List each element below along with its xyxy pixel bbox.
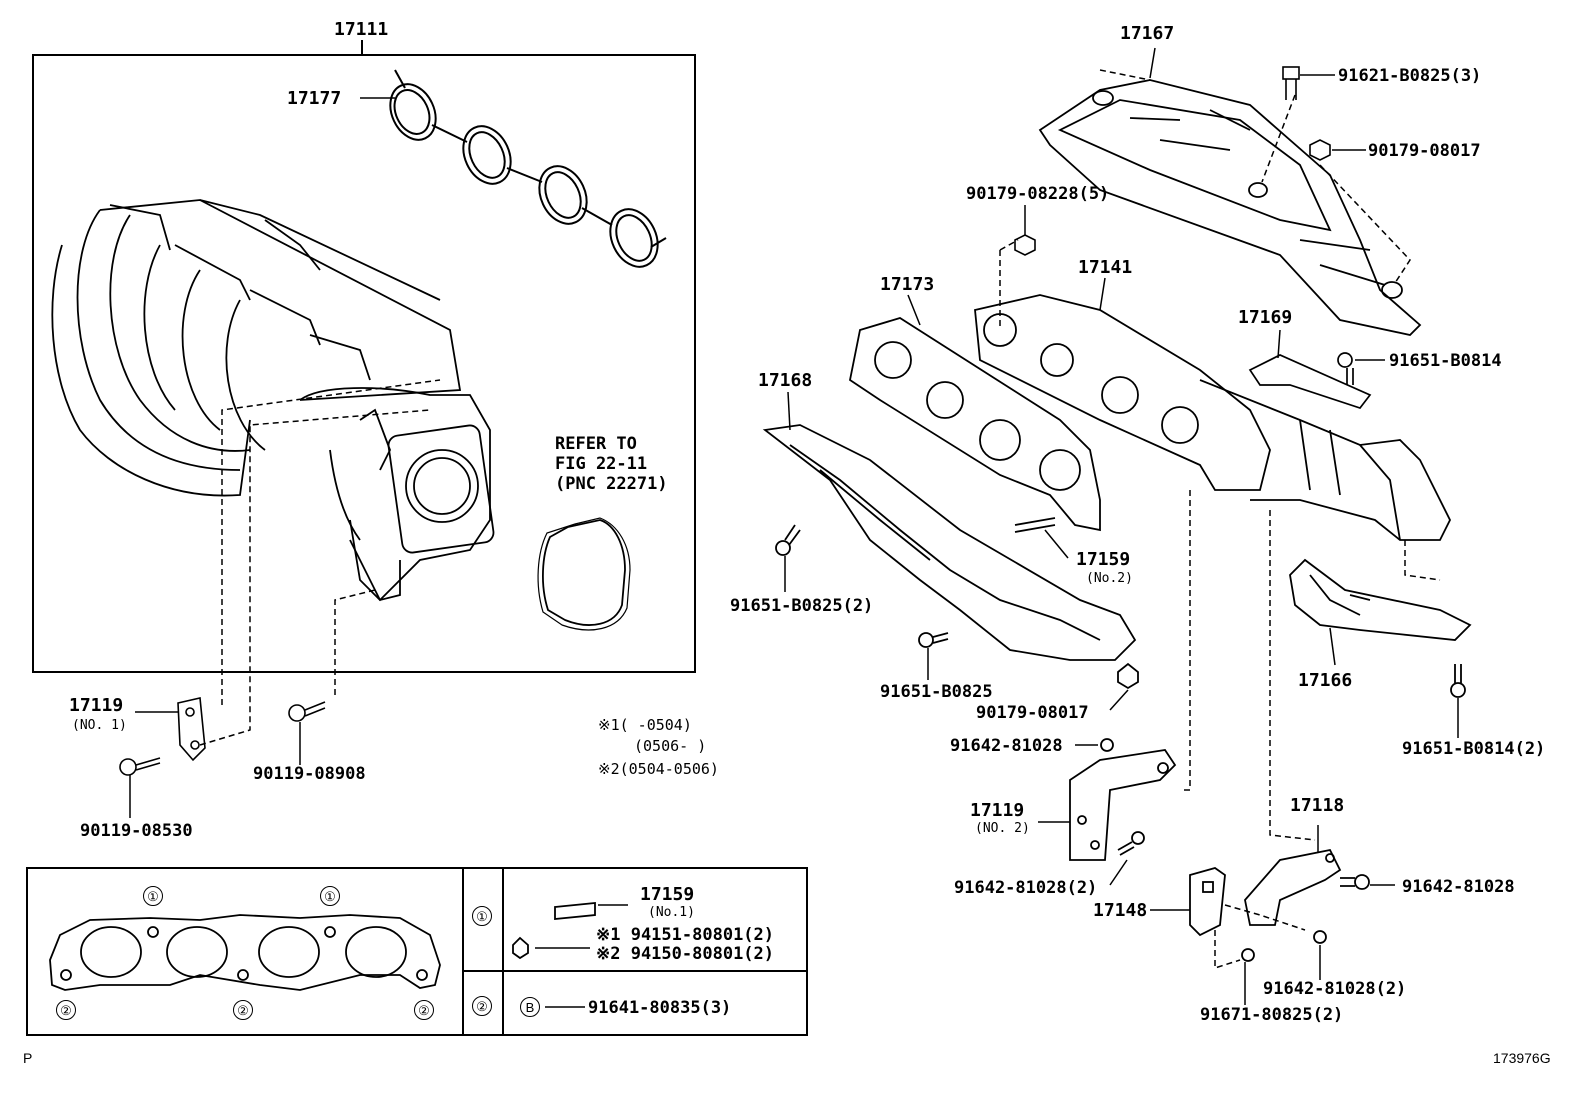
legend-row-2-bolt: 91641-80835(3): [588, 998, 732, 1018]
upper-heat-insulator-drawing: [1038, 79, 1422, 336]
label-91642-81028-b: 91642-81028: [1402, 877, 1515, 897]
label-17166: 17166: [1298, 670, 1353, 691]
label-90119-08908: 90119-08908: [253, 764, 366, 784]
exhaust-gasket-drawing: [848, 294, 1101, 532]
label-91651-b0814-2: 91651-B0814(2): [1402, 739, 1546, 759]
illustration-number: 173976G: [1493, 1050, 1551, 1066]
insulator-17166-drawing: [1289, 558, 1472, 738]
footer-left-code: P: [23, 1050, 33, 1066]
note-1a: ※1( -0504): [598, 716, 692, 734]
throttle-gasket-drawing: [542, 519, 626, 626]
label-17141: 17141: [1078, 257, 1133, 278]
stay-17118-drawing: [1244, 825, 1395, 980]
legend-row-1-part: 17159: [640, 884, 695, 905]
legend-gasket-marker-1a: ①: [143, 886, 163, 906]
label-91671-80825: 91671-80825(2): [1200, 1005, 1344, 1025]
legend-row-1-nut-1: ※1 94151-80801(2): [596, 925, 775, 945]
legend-row-1-nut-2: ※2 94150-80801(2): [596, 944, 775, 964]
refer-line-1: REFER TO: [555, 434, 637, 454]
legend-row-1-marker: ①: [472, 906, 492, 926]
insulator-17169-drawing: [1248, 329, 1385, 409]
label-90119-08530: 90119-08530: [80, 821, 193, 841]
label-17118: 17118: [1290, 795, 1345, 816]
refer-line-2: FIG 22-11: [555, 454, 648, 474]
label-91621-b0825: 91621-B0825(3): [1338, 66, 1482, 86]
label-17119-no2: 17119: [970, 800, 1025, 821]
stay-no2-drawing: [1038, 738, 1177, 886]
legend-gasket-marker-2a: ②: [56, 1000, 76, 1020]
label-90179-08017-mid: 90179-08017: [976, 703, 1089, 723]
label-17119-no2-sub: (NO. 2): [975, 821, 1030, 836]
legend-gasket-marker-1b: ①: [320, 886, 340, 906]
label-91651-b0825: 91651-B0825: [880, 682, 993, 702]
legend-row-1-part-sub: (No.1): [648, 905, 695, 920]
label-17159-no2-sub: (No.2): [1086, 571, 1133, 586]
label-17177: 17177: [287, 88, 342, 109]
label-17169: 17169: [1238, 307, 1293, 328]
legend-box: [26, 867, 808, 1036]
label-91642-81028-a: 91642-81028: [950, 736, 1063, 756]
intake-manifold-box: [32, 54, 696, 673]
refer-line-3: (PNC 22271): [555, 474, 668, 494]
legend-row-2-b-symbol: B: [520, 997, 540, 1017]
label-17168: 17168: [758, 370, 813, 391]
legend-gasket-marker-2c: ②: [414, 1000, 434, 1020]
label-17167: 17167: [1120, 23, 1175, 44]
label-91651-b0814: 91651-B0814: [1389, 351, 1502, 371]
label-17119-no1-sub: (NO. 1): [72, 718, 127, 733]
stay-17148-drawing: [1150, 867, 1255, 1005]
note-1b: (0506- ): [634, 737, 707, 755]
intake-gasket-drawing: [360, 69, 667, 268]
exhaust-manifold-drawing: [974, 277, 1452, 541]
label-17148: 17148: [1093, 900, 1148, 921]
label-90179-08228: 90179-08228(5): [966, 184, 1110, 204]
intake-manifold-drawing: [51, 199, 495, 602]
label-17173: 17173: [880, 274, 935, 295]
label-17159-no2: 17159: [1076, 549, 1131, 570]
label-91642-81028-2b: 91642-81028(2): [1263, 979, 1407, 999]
label-17119-no1: 17119: [69, 695, 124, 716]
note-2: ※2(0504-0506): [598, 760, 719, 778]
legend-row-2-marker: ②: [472, 996, 492, 1016]
label-91651-b0825-2: 91651-B0825(2): [730, 596, 874, 616]
label-91642-81028-2a: 91642-81028(2): [954, 878, 1098, 898]
label-17111: 17111: [334, 19, 389, 40]
legend-gasket-drawing: [49, 902, 628, 1008]
legend-gasket-marker-2b: ②: [233, 1000, 253, 1020]
stay-no1-drawing: [119, 697, 326, 818]
insulator-17168-drawing: [762, 391, 1139, 711]
label-90179-08017-top: 90179-08017: [1368, 141, 1481, 161]
